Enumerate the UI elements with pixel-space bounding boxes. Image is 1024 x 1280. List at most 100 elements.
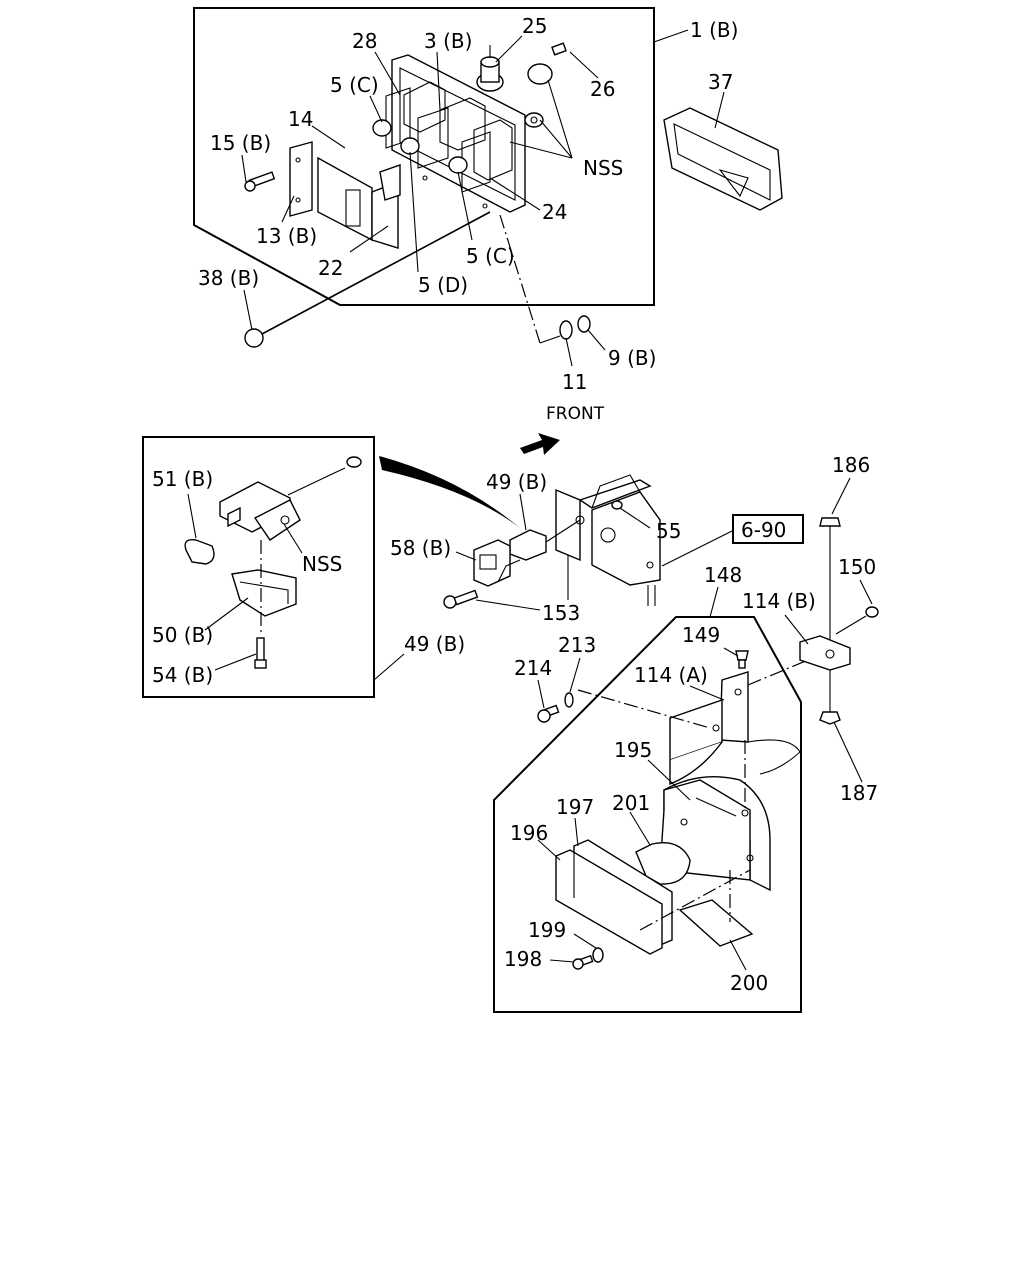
leader-114b bbox=[784, 614, 809, 645]
hanger-bolt bbox=[799, 517, 879, 725]
leader-199 bbox=[573, 933, 597, 949]
socket-inset bbox=[219, 456, 362, 541]
callout-28: 28 bbox=[352, 29, 377, 53]
bulb-26 bbox=[524, 42, 567, 128]
dash-114 bbox=[747, 659, 809, 686]
leader-186 bbox=[831, 477, 851, 515]
leader-nss-a bbox=[547, 79, 573, 159]
callout-201: 201 bbox=[612, 791, 650, 815]
callout-195: 195 bbox=[614, 738, 652, 762]
ref-box bbox=[732, 514, 804, 544]
callout-38b: 38 (B) bbox=[198, 266, 259, 290]
leader-50b bbox=[204, 597, 249, 631]
callout-150: 150 bbox=[838, 555, 876, 579]
bulbs-5 bbox=[372, 119, 468, 174]
lens-13b bbox=[289, 141, 401, 249]
callout-153: 153 bbox=[542, 601, 580, 625]
callout-25: 25 bbox=[522, 14, 547, 38]
leader-149 bbox=[723, 647, 739, 657]
callout-9b: 9 (B) bbox=[608, 346, 656, 370]
leader-5c-top bbox=[369, 95, 383, 123]
leader-187 bbox=[833, 721, 863, 783]
callout-15b: 15 (B) bbox=[210, 131, 271, 155]
callout-196: 196 bbox=[510, 821, 548, 845]
callout-186: 186 bbox=[832, 453, 870, 477]
bulb-201 bbox=[635, 842, 691, 885]
leader-148 bbox=[709, 586, 719, 618]
leader-153 bbox=[475, 599, 541, 611]
callout-213: 213 bbox=[558, 633, 596, 657]
leader-200 bbox=[729, 939, 747, 971]
leader-15b bbox=[241, 154, 247, 183]
callout-37: 37 bbox=[708, 70, 733, 94]
bolt-38b bbox=[244, 211, 491, 348]
callout-149: 149 bbox=[682, 623, 720, 647]
cover-50b bbox=[231, 569, 297, 617]
bracket-114a bbox=[669, 671, 801, 786]
lamp-58b bbox=[473, 539, 521, 587]
leader-114a bbox=[689, 685, 725, 701]
callout-ref: 6-90 bbox=[741, 518, 786, 542]
leader-213 bbox=[569, 657, 581, 693]
front-arrow-icon bbox=[520, 433, 560, 455]
screw-54b bbox=[254, 540, 267, 669]
group-148-outline bbox=[493, 616, 802, 1013]
callout-22: 22 bbox=[318, 256, 343, 280]
lens-196 bbox=[555, 839, 673, 955]
socket-25 bbox=[476, 45, 504, 92]
callout-197: 197 bbox=[556, 795, 594, 819]
callout-199: 199 bbox=[528, 918, 566, 942]
callout-198: 198 bbox=[504, 947, 542, 971]
leader-49b-top bbox=[519, 493, 527, 531]
screw-198 bbox=[572, 947, 604, 970]
callout-114a: 114 (A) bbox=[634, 663, 708, 687]
leader-22 bbox=[349, 225, 389, 253]
callout-14: 14 bbox=[288, 107, 313, 131]
leader-13b bbox=[281, 195, 295, 223]
screw-15b bbox=[244, 171, 276, 192]
callout-55: 55 bbox=[656, 519, 681, 543]
leader-25 bbox=[495, 35, 523, 63]
leader-5d bbox=[409, 151, 419, 273]
leader-nss-inset bbox=[283, 523, 303, 554]
leader-11 bbox=[565, 337, 573, 367]
callout-3b: 3 (B) bbox=[424, 29, 472, 53]
screw-153 bbox=[443, 589, 479, 609]
callout-58b: 58 (B) bbox=[390, 536, 451, 560]
group-1b-outline bbox=[193, 7, 655, 306]
leader-9b bbox=[587, 329, 606, 351]
callout-5c-bot: 5 (C) bbox=[466, 244, 515, 268]
leader-28 bbox=[374, 51, 401, 96]
callout-200: 200 bbox=[730, 971, 768, 995]
leader-51b bbox=[187, 493, 197, 539]
callout-11: 11 bbox=[562, 370, 587, 394]
plate-200 bbox=[639, 869, 754, 947]
inset-49b-box bbox=[142, 436, 375, 698]
leader-55 bbox=[619, 507, 651, 529]
leader-ref bbox=[661, 529, 735, 567]
leader-58b bbox=[455, 551, 477, 561]
bolt-214 bbox=[537, 689, 711, 729]
callout-148: 148 bbox=[704, 563, 742, 587]
bulb-51b bbox=[184, 539, 215, 565]
callout-13b: 13 (B) bbox=[256, 224, 317, 248]
callout-5d: 5 (D) bbox=[418, 273, 468, 297]
callout-49b-bot: 49 (B) bbox=[404, 632, 465, 656]
leader-26 bbox=[569, 51, 599, 79]
leader-14 bbox=[311, 125, 346, 149]
leader-195 bbox=[647, 759, 691, 801]
callout-50b: 50 (B) bbox=[152, 623, 213, 647]
nut-9b bbox=[499, 214, 591, 344]
callout-54b: 54 (B) bbox=[152, 663, 213, 687]
reflector-37 bbox=[663, 107, 783, 211]
leader-196 bbox=[537, 839, 561, 861]
callout-26: 26 bbox=[590, 77, 615, 101]
leader-49b-bot bbox=[373, 653, 405, 681]
callout-nss-inset: NSS bbox=[302, 552, 342, 576]
callout-1b: 1 (B) bbox=[690, 18, 738, 42]
leader-nss-b bbox=[539, 119, 573, 159]
leader-150 bbox=[859, 579, 873, 605]
leader-198 bbox=[549, 959, 575, 963]
callout-49b-top: 49 (B) bbox=[486, 470, 547, 494]
